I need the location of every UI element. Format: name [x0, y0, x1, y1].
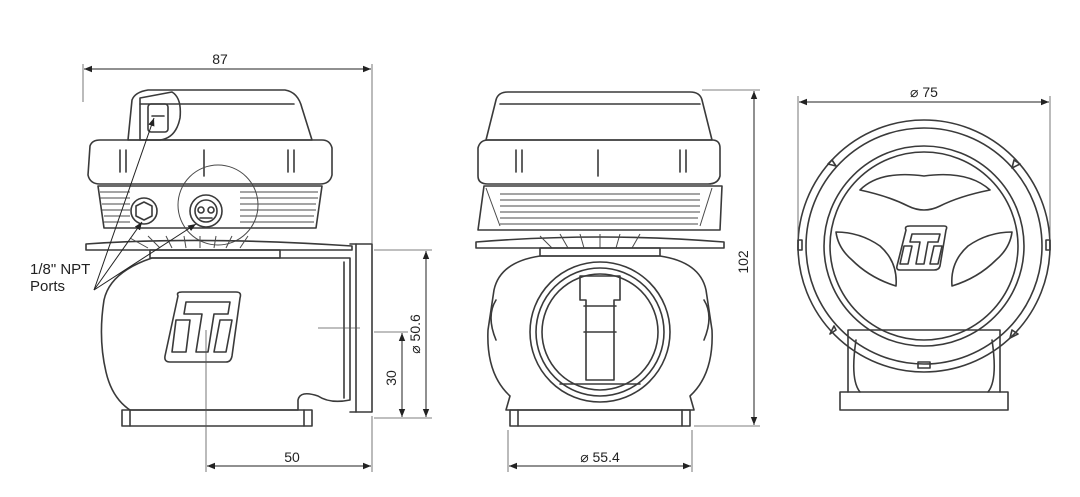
- svg-text:Ports: Ports: [30, 278, 65, 295]
- turbosmart-logo-top: [896, 225, 948, 271]
- svg-text:⌀ 75: ⌀ 75: [910, 84, 938, 100]
- npt-ports-callout: 1/8" NPT Ports: [30, 117, 197, 295]
- dimension-outlet-diameter: ⌀ 50.6: [318, 249, 432, 419]
- front-view: [475, 91, 725, 427]
- svg-text:30: 30: [383, 370, 399, 386]
- dimension-height: 102: [694, 89, 760, 427]
- turbosmart-logo: [164, 291, 242, 363]
- dimension-outlet-offset: 30: [374, 331, 408, 417]
- svg-text:87: 87: [212, 51, 228, 67]
- npt-port-hex: [130, 197, 158, 225]
- svg-text:102: 102: [735, 250, 751, 274]
- cooling-fins-front: [485, 187, 713, 227]
- dimension-top-diameter: ⌀ 75: [797, 84, 1051, 240]
- svg-text:1/8" NPT: 1/8" NPT: [30, 261, 90, 278]
- svg-text:50: 50: [284, 449, 300, 465]
- dimension-inlet-diameter: ⌀ 55.4: [507, 430, 693, 472]
- cooling-fins: [100, 191, 318, 223]
- svg-text:⌀ 55.4: ⌀ 55.4: [580, 449, 620, 465]
- side-view: [85, 89, 373, 427]
- npt-port-round: [189, 194, 223, 228]
- svg-text:⌀ 50.6: ⌀ 50.6: [407, 314, 423, 354]
- top-view: [797, 119, 1051, 411]
- dimension-overall-width: 87: [82, 51, 373, 244]
- dimension-inlet-offset: 50: [205, 330, 373, 472]
